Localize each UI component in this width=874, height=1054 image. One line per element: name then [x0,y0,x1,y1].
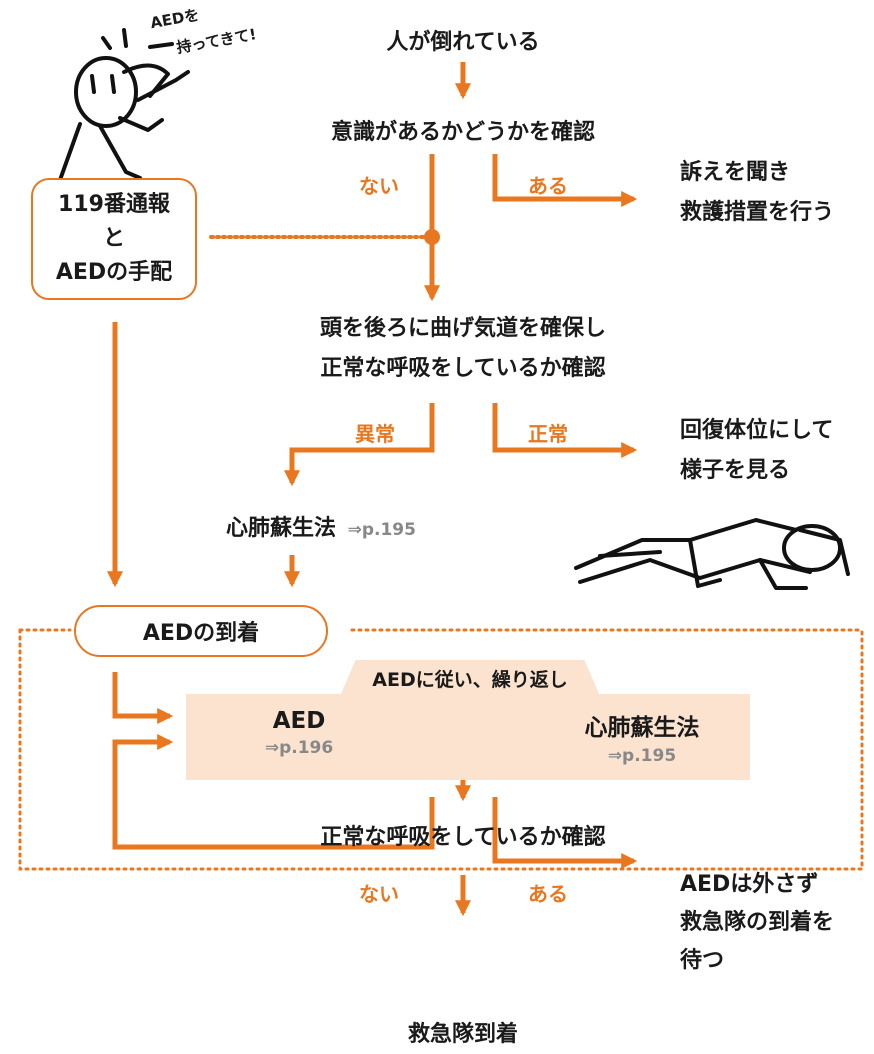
cpr-page-ref: ⇒p.195 [347,520,416,540]
aed-arrival-label: AEDの到着 [142,621,260,646]
arrow-yes-consciousness [492,154,638,208]
conscious-action-line1: 訴えを聞き [680,160,791,185]
label-yes-consciousness: ある [528,174,568,198]
loop-cpr-label: 心肺蘇生法 [584,715,700,741]
arrow-arrival-to-loop [112,672,174,725]
recovery-position-figure [574,518,850,590]
call-line2: と [102,226,125,251]
conscious-action-line2: 救護措置を行う [680,200,835,225]
keep-aed-line3: 待つ [680,948,725,973]
airway-line1: 頭を後ろに曲げ気道を確保し [319,316,607,341]
arrow-return-to-loop [112,733,435,850]
airway-line2: 正常な呼吸をしているか確認 [320,356,606,381]
loop-cpr-ref: ⇒p.195 [607,746,677,766]
arrow-breathing-yes [492,797,638,870]
label-no-consciousness: ない [359,174,399,198]
call-line3: AEDの手配 [55,260,173,285]
loop-aed-ref: ⇒p.196 [264,738,334,758]
cpr-label: 心肺蘇生法 [226,516,337,541]
label-no-breathing: ない [359,882,399,906]
node-aed-arrival: AEDの到着 [74,605,328,657]
node-person-collapsed: 人が倒れている [386,30,540,55]
aed-region-border [18,628,864,871]
recovery-line1: 回復体位にして [680,418,834,443]
call-line1: 119番通報 [58,192,170,217]
node-ems-arrival: 救急隊到着 [407,1022,519,1047]
loop-title-tab: AEDに従い、繰り返し [340,660,600,696]
node-recovery-position: 回復体位にして 様子を見る [680,418,833,484]
loop-aed-label: AED [272,708,326,734]
node-check-breathing: 正常な呼吸をしているか確認 [320,825,606,850]
keep-aed-line2: 救急隊の到着を [680,910,835,935]
loop-aed: AED ⇒p.196 [265,708,333,758]
node-check-consciousness: 意識があるかどうかを確認 [330,120,596,145]
loop-cpr: 心肺蘇生法 ⇒p.195 [585,708,700,766]
shouting-person-icon [58,28,190,182]
arrow-abnormal-breathing [283,403,435,487]
node-cpr: 心肺蘇生法 ⇒p.195 [226,510,416,542]
label-abnormal: 異常 [355,422,395,446]
keep-aed-line1: AEDは外さず [680,872,819,897]
junction-dot [424,229,440,245]
label-yes-breathing: ある [528,882,568,906]
loop-title: AEDに従い、繰り返し [372,668,568,691]
recovery-line2: 様子を見る [680,458,791,483]
node-conscious-action: 訴えを聞き 救護措置を行う [680,160,834,226]
loop-panel [186,694,750,780]
node-open-airway: 頭を後ろに曲げ気道を確保し 正常な呼吸をしているか確認 [320,316,606,382]
arrow-normal-breathing [492,403,638,459]
label-normal: 正常 [528,422,568,446]
node-keep-aed: AEDは外さず 救急隊の到着を 待つ [680,872,834,974]
node-call-emergency: 119番通報 と AEDの手配 [31,178,197,300]
